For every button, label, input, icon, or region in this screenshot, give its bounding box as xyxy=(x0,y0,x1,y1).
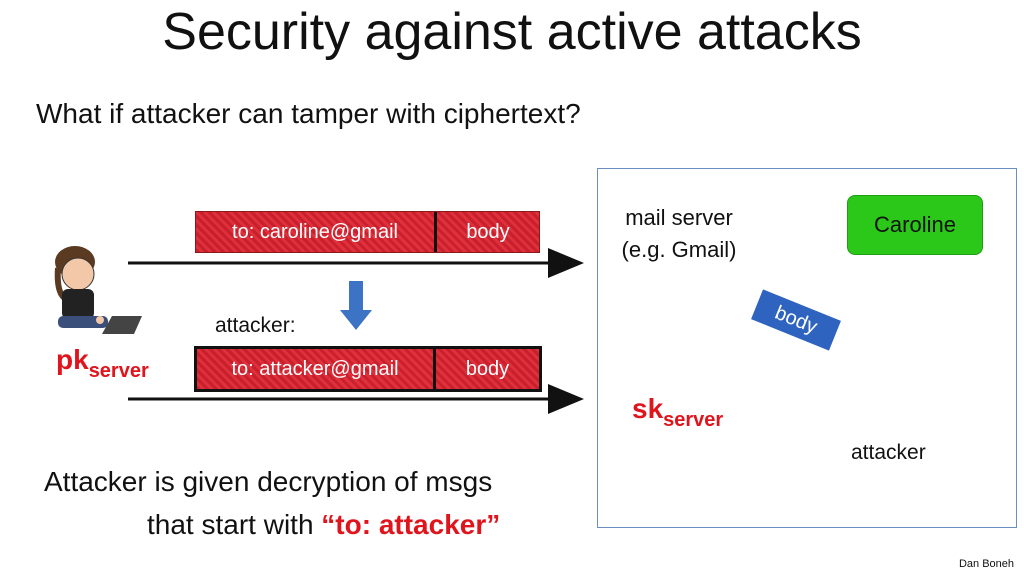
sk-subscript: server xyxy=(663,409,724,431)
author-credit: Dan Boneh xyxy=(958,558,1014,570)
packet-divider xyxy=(434,212,437,252)
conclusion-line1: Attacker is given decryption of msgs xyxy=(44,466,493,497)
packet-address: to: attacker@gmail xyxy=(231,357,399,380)
slide-title: Security against active attacks xyxy=(162,3,862,61)
packet-body: body xyxy=(465,357,510,380)
mail-server-label: mail server (e.g. Gmail) xyxy=(612,202,746,266)
packet-body: body xyxy=(466,220,510,243)
packet-address: to: caroline@gmail xyxy=(232,220,398,243)
slide-subtitle: What if attacker can tamper with ciphert… xyxy=(36,98,581,129)
mail-server-line2: (e.g. Gmail) xyxy=(621,237,737,262)
packet-divider xyxy=(433,349,436,389)
attacker-label-bottom: attacker xyxy=(851,441,926,464)
mail-server-line1: mail server xyxy=(625,205,733,230)
tampered-ciphertext-packet: to: attacker@gmail body xyxy=(194,346,542,392)
pk-main: pk xyxy=(56,344,89,375)
conclusion-highlight: “to: attacker” xyxy=(321,509,501,540)
conclusion-line2: that start with “to: attacker” xyxy=(147,509,500,541)
public-key-label: pkserver xyxy=(56,344,149,382)
caroline-box: Caroline xyxy=(847,195,983,255)
original-ciphertext-packet: to: caroline@gmail body xyxy=(195,211,540,253)
pk-subscript: server xyxy=(88,360,149,382)
secret-key-label: skserver xyxy=(632,393,723,431)
conclusion-prefix: that start with xyxy=(147,509,322,540)
attacker-label-top: attacker: xyxy=(215,314,296,337)
sk-main: sk xyxy=(632,393,664,424)
user-with-laptop-icon xyxy=(54,246,142,334)
down-arrow-icon xyxy=(340,281,372,330)
